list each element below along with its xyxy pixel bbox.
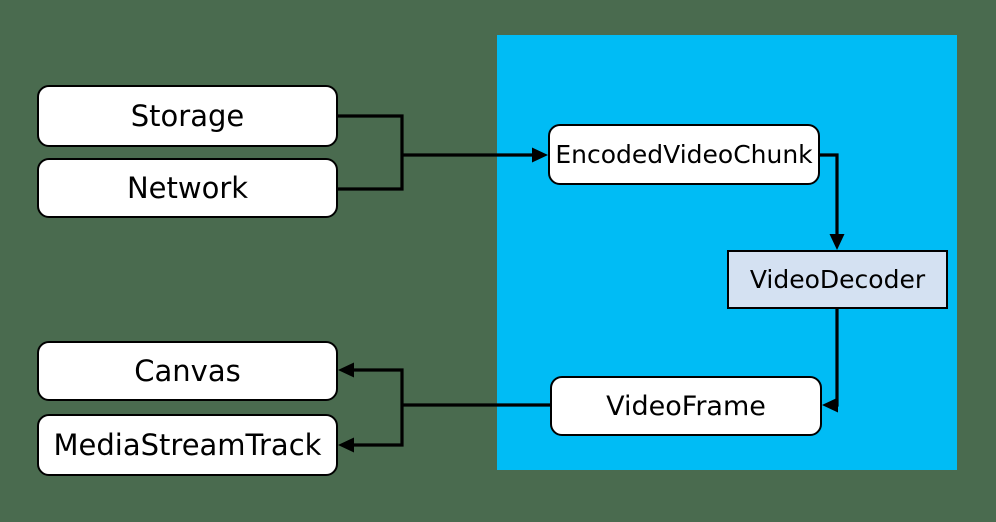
node-storage-label: Storage	[130, 98, 245, 133]
edge-videodecoder-to-videoframe	[822, 309, 839, 413]
edge-trunk-to-mediastreamtrack	[338, 405, 404, 453]
arrowhead-canvas-in	[338, 362, 354, 378]
node-canvas-label: Canvas	[134, 353, 241, 388]
arrowhead-videodecoder-in	[829, 234, 845, 250]
node-video-frame-label: VideoFrame	[606, 390, 766, 422]
edge-trunk-to-canvas	[338, 362, 404, 405]
arrowhead-mediastreamtrack-in	[338, 437, 354, 453]
node-canvas[interactable]: Canvas	[37, 341, 338, 401]
node-media-stream-track[interactable]: MediaStreamTrack	[37, 414, 338, 476]
node-media-stream-track-label: MediaStreamTrack	[53, 427, 322, 462]
node-storage[interactable]: Storage	[37, 85, 338, 147]
node-video-decoder-label: VideoDecoder	[749, 265, 926, 294]
edge-network-to-encodedvideochunk	[338, 155, 404, 191]
node-video-decoder[interactable]: VideoDecoder	[727, 250, 948, 309]
edge-storage-to-encodedvideochunk	[338, 114, 404, 155]
edge-encodedvideochunk-to-videodecoder	[820, 153, 845, 250]
arrowhead-encodedvideochunk-in	[532, 147, 548, 163]
edge-trunk-to-encodedvideochunk	[402, 147, 548, 163]
node-network-label: Network	[126, 170, 249, 205]
node-encoded-video-chunk[interactable]: EncodedVideoChunk	[548, 124, 820, 185]
node-encoded-video-chunk-label: EncodedVideoChunk	[555, 140, 813, 169]
node-network[interactable]: Network	[37, 158, 338, 218]
arrowhead-videoframe-in	[822, 397, 838, 413]
node-video-frame[interactable]: VideoFrame	[550, 376, 822, 436]
